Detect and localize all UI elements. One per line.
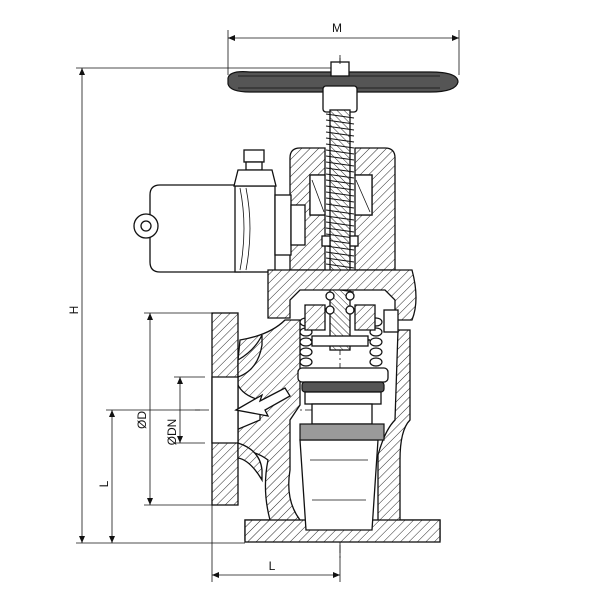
handwheel: [227, 58, 459, 113]
dimension-m-label: M: [332, 21, 342, 35]
outlet-flange: [244, 439, 441, 543]
inlet-flange: [211, 312, 263, 506]
valve-disc: [297, 335, 389, 441]
dimension-l-horizontal-label: L: [269, 559, 276, 573]
actuator-cylinder: [133, 149, 306, 273]
dimension-m: M: [227, 21, 460, 75]
dimension-d-label: ØD: [135, 411, 149, 429]
gland-detail: [304, 291, 399, 333]
dimension-h-label: H: [67, 306, 81, 315]
dimension-l-vertical: L: [97, 409, 200, 543]
spindle: [325, 109, 355, 351]
dimension-dn: ØDN: [165, 376, 205, 446]
valve-body: [229, 269, 441, 541]
flow-arrow: [234, 387, 291, 417]
dimension-l-vertical-label: L: [97, 480, 111, 487]
dimension-dn-label: ØDN: [165, 419, 179, 446]
dimension-h: H: [67, 67, 340, 544]
dimension-d: ØD: [135, 312, 215, 506]
